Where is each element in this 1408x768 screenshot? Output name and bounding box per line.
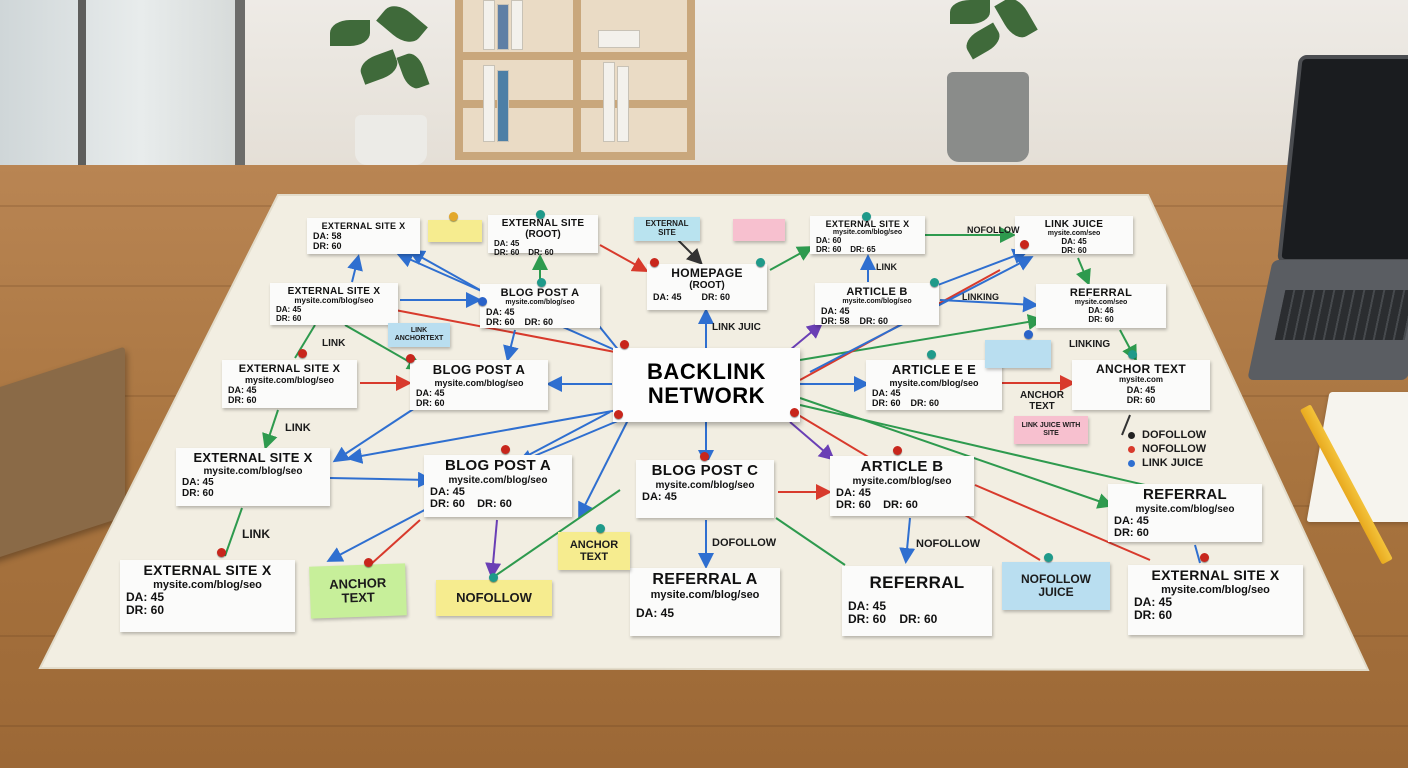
- pin: [1024, 330, 1033, 339]
- pin: [1128, 350, 1137, 359]
- legend-item-dofollow: DOFOLLOW: [1128, 429, 1206, 443]
- pin: [1200, 553, 1209, 562]
- pin: [1020, 240, 1029, 249]
- plant-right: [947, 72, 1029, 162]
- sticky-note-anchor-text-green[interactable]: ANCHOR TEXT: [309, 563, 407, 619]
- pin: [596, 524, 605, 533]
- card-referral-a[interactable]: REFERRAL A mysite.com/blog/seo DA: 45: [630, 568, 780, 636]
- card-link-juice[interactable]: LINK JUICE mysite.com/seo DA: 45 DR: 60: [1015, 216, 1133, 255]
- pin: [650, 258, 659, 267]
- plant-left: [355, 115, 427, 165]
- card-referral-3[interactable]: REFERRAL DA: 45 DR: 60 DR: 60: [842, 566, 992, 636]
- pin: [406, 354, 415, 363]
- label-anchor-text: ANCHOR TEXT: [1020, 390, 1064, 412]
- sticky-note-external-site[interactable]: EXTERNAL SITE: [634, 217, 700, 241]
- label-linking-top: LINKING: [962, 292, 999, 302]
- card-referral-1[interactable]: REFERRAL mysite.com/seo DA: 46 DR: 60: [1036, 284, 1166, 328]
- pin: [790, 408, 799, 417]
- pin: [700, 452, 709, 461]
- label-nofollow-bottom: NOFOLLOW: [916, 538, 981, 550]
- sticky-note-link-juice-site[interactable]: LINK JUICE WITH SITE: [1014, 416, 1088, 444]
- sticky-note-nofollow-juice[interactable]: NOFOLLOW JUICE: [1002, 562, 1110, 610]
- legend-item-link-juice: LINK JUICE: [1128, 457, 1206, 471]
- center-title-line-1: BACKLINK: [647, 359, 766, 384]
- pin: [614, 410, 623, 419]
- pin: [489, 573, 498, 582]
- card-external-site-x-2[interactable]: EXTERNAL SITE X mysite.com/blog/seo DA: …: [810, 216, 925, 254]
- card-external-site-x-3[interactable]: EXTERNAL SITE X mysite.com/blog/seo DA: …: [270, 283, 398, 325]
- pin: [1044, 553, 1053, 562]
- label-linking-right: LINKING: [1069, 339, 1111, 350]
- card-referral-2[interactable]: REFERRAL mysite.com/blog/seo DA: 45 DR: …: [1108, 484, 1262, 542]
- pin: [364, 558, 373, 567]
- pin: [537, 278, 546, 287]
- card-blog-post-c[interactable]: BLOG POST C mysite.com/blog/seo DA: 45: [636, 460, 774, 518]
- pin: [862, 212, 871, 221]
- label-link-bottom-left: LINK: [242, 527, 270, 541]
- sticky-note-pink-small[interactable]: [733, 219, 785, 241]
- card-blog-post-a-1[interactable]: BLOG POST A mysite.com/blog/seo DA: 45 D…: [480, 284, 600, 328]
- card-blog-post-a-2[interactable]: BLOG POST A mysite.com/blog/seo DA: 45 D…: [410, 360, 548, 410]
- card-external-site-x-5[interactable]: EXTERNAL SITE X mysite.com/blog/seo DA: …: [176, 448, 330, 506]
- pin: [501, 445, 510, 454]
- card-homepage[interactable]: HOMEPAGE (ROOT) DA: 45 DR: 60: [647, 264, 767, 310]
- label-dofollow: DOFOLLOW: [712, 537, 777, 549]
- center-title-line-2: NETWORK: [647, 383, 766, 409]
- pin: [298, 349, 307, 358]
- card-anchor-text[interactable]: ANCHOR TEXT mysite.com DA: 45 DR: 60: [1072, 360, 1210, 410]
- card-external-site-x-6[interactable]: EXTERNAL SITE X mysite.com/blog/seo DA: …: [120, 560, 295, 632]
- backlink-network-center-card[interactable]: BACKLINK NETWORK: [613, 348, 800, 422]
- pin: [756, 258, 765, 267]
- pin: [217, 548, 226, 557]
- pin: [478, 297, 487, 306]
- label-nofollow-top: NOFOLLOW: [967, 225, 1020, 235]
- card-external-site-x-1[interactable]: EXTERNAL SITE X DA: 58 DR: 60: [307, 218, 420, 254]
- label-link-juic: LINK JUIC: [712, 322, 761, 333]
- sticky-note-yellow-small[interactable]: [428, 220, 482, 242]
- label-link-mid-left: LINK: [285, 422, 311, 434]
- bookshelf: [455, 0, 695, 160]
- pin: [620, 340, 629, 349]
- card-blog-post-a-3[interactable]: BLOG POST A mysite.com/blog/seo DA: 45 D…: [424, 455, 572, 517]
- legend-item-nofollow: NOFOLLOW: [1128, 443, 1206, 457]
- card-article-b-1[interactable]: ARTICLE B mysite.com/blog/seo DA: 45 DR:…: [815, 283, 939, 326]
- card-external-site-x-4[interactable]: EXTERNAL SITE X mysite.com/blog/seo DA: …: [222, 360, 357, 408]
- pin: [536, 210, 545, 219]
- label-link-top: LINK: [876, 262, 897, 272]
- label-link-left: LINK: [322, 338, 346, 349]
- pin: [893, 446, 902, 455]
- sticky-note-blue-small[interactable]: [985, 340, 1051, 368]
- pin: [930, 278, 939, 287]
- pin: [449, 212, 458, 221]
- sticky-note-nofollow[interactable]: NOFOLLOW: [436, 580, 552, 616]
- pin: [927, 350, 936, 359]
- card-external-site-root[interactable]: EXTERNAL SITE (ROOT) DA: 45 DR: 60 DR: 6…: [488, 215, 598, 257]
- card-article-b-2[interactable]: ARTICLE B mysite.com/blog/seo DA: 45 DR:…: [830, 456, 974, 516]
- card-external-site-x-7[interactable]: EXTERNAL SITE X mysite.com/blog/seo DA: …: [1128, 565, 1303, 635]
- card-article-e[interactable]: ARTICLE E E mysite.com/blog/seo DA: 45 D…: [866, 360, 1002, 410]
- legend: DOFOLLOW NOFOLLOW LINK JUICE: [1128, 429, 1206, 470]
- sticky-note-link-anchortext[interactable]: LINK ANCHORTEXT: [388, 323, 450, 347]
- sticky-note-anchor-text-yellow[interactable]: ANCHOR TEXT: [558, 532, 630, 570]
